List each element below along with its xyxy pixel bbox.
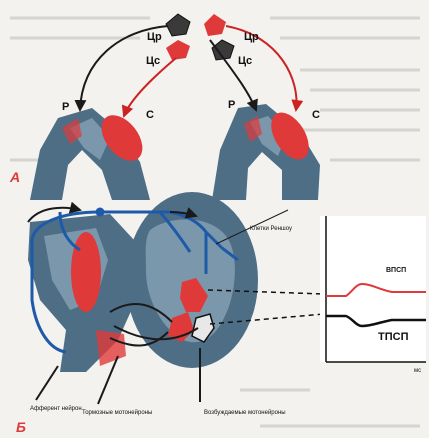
panel-b-leg <box>28 214 136 372</box>
trace-epsp-label: ВПСП <box>386 267 406 274</box>
label-cs-left: Цс <box>146 55 160 67</box>
trace-background <box>320 216 426 362</box>
label-renshaw: Клетки Реншоу <box>250 226 292 232</box>
label-c-left: С <box>146 109 154 121</box>
label-inhib-motoneurons: Тормозные мотонейроны <box>82 409 152 416</box>
panel-b: ВПСП ТПСП мс Клетки Реншоу Афферент нейр… <box>16 192 426 435</box>
panel-a: Цр Цс Цр Цс Р С Р С А <box>9 14 420 200</box>
trace-axis-unit: мс <box>414 368 421 374</box>
trace-ipsp-label: ТПСП <box>378 331 409 343</box>
muscle-b <box>71 232 101 312</box>
label-p-right: Р <box>228 99 235 111</box>
trace-panel: ВПСП ТПСП мс <box>320 216 426 374</box>
background-text-lines-bottom <box>240 390 420 426</box>
label-excit-motoneurons: Возбуждаемые мотонейроны <box>204 409 286 416</box>
center-cs-left-icon <box>166 40 190 60</box>
panel-a-letter: А <box>9 169 20 185</box>
label-cr-left: Цр <box>147 31 162 43</box>
label-c-right: С <box>312 109 320 121</box>
panel-b-letter: Б <box>16 419 26 435</box>
label-cs-right: Цс <box>238 55 252 67</box>
label-afferent: Афферент нейрон <box>30 405 82 412</box>
left-leg <box>30 108 151 200</box>
center-icons <box>166 14 234 60</box>
center-cr-left-icon <box>166 14 190 36</box>
label-cr-right: Цр <box>244 31 259 43</box>
right-leg <box>212 104 320 200</box>
label-p-left: Р <box>62 101 69 113</box>
center-cs-right-icon <box>204 14 226 36</box>
